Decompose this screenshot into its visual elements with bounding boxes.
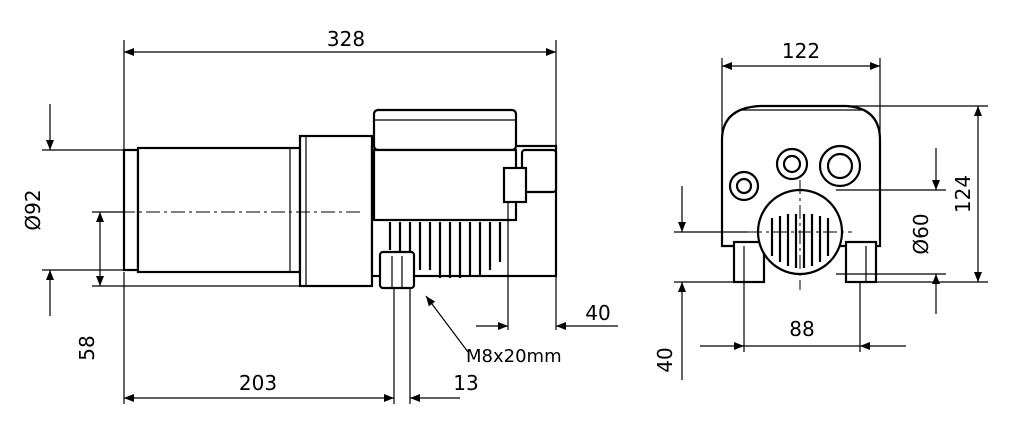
dim-label-60: Ø60: [909, 213, 933, 254]
dim-foot-height: 40: [653, 186, 748, 380]
port-fins: [770, 214, 830, 268]
dim-label-328: 328: [327, 27, 365, 51]
dim-mount-offset: 203 13: [123, 272, 479, 404]
dim-label-58: 58: [75, 335, 99, 360]
side-view: 328 Ø92 58 203 13: [21, 27, 618, 404]
bolt-leader: M8x20mm: [425, 295, 562, 367]
front-body: [720, 104, 882, 290]
dim-width: 122: [721, 39, 881, 140]
dim-label-13: 13: [453, 371, 478, 395]
dim-label-88: 88: [789, 317, 814, 341]
dim-label-92: Ø92: [21, 189, 45, 230]
cooling-fins: [388, 222, 502, 278]
dim-overall-length: 328: [123, 27, 557, 150]
dim-label-203: 203: [239, 371, 277, 395]
bolt-note: M8x20mm: [466, 346, 562, 367]
dim-axis-height: 58: [75, 211, 300, 361]
motor-housing: [122, 134, 374, 288]
dim-height: 124: [846, 105, 988, 283]
dim-label-124: 124: [951, 175, 975, 213]
pump-body: [370, 108, 558, 290]
dim-foot-span: 88: [700, 282, 906, 352]
dim-label-122: 122: [782, 39, 820, 63]
dim-port-diameter: Ø60: [836, 148, 946, 314]
front-view: 122 124 Ø60 88: [653, 39, 988, 380]
dim-label-40-side: 40: [585, 301, 610, 325]
dim-label-40-front: 40: [653, 347, 677, 372]
dim-connector: 40: [476, 192, 618, 330]
dim-body-diameter: Ø92: [21, 104, 126, 316]
